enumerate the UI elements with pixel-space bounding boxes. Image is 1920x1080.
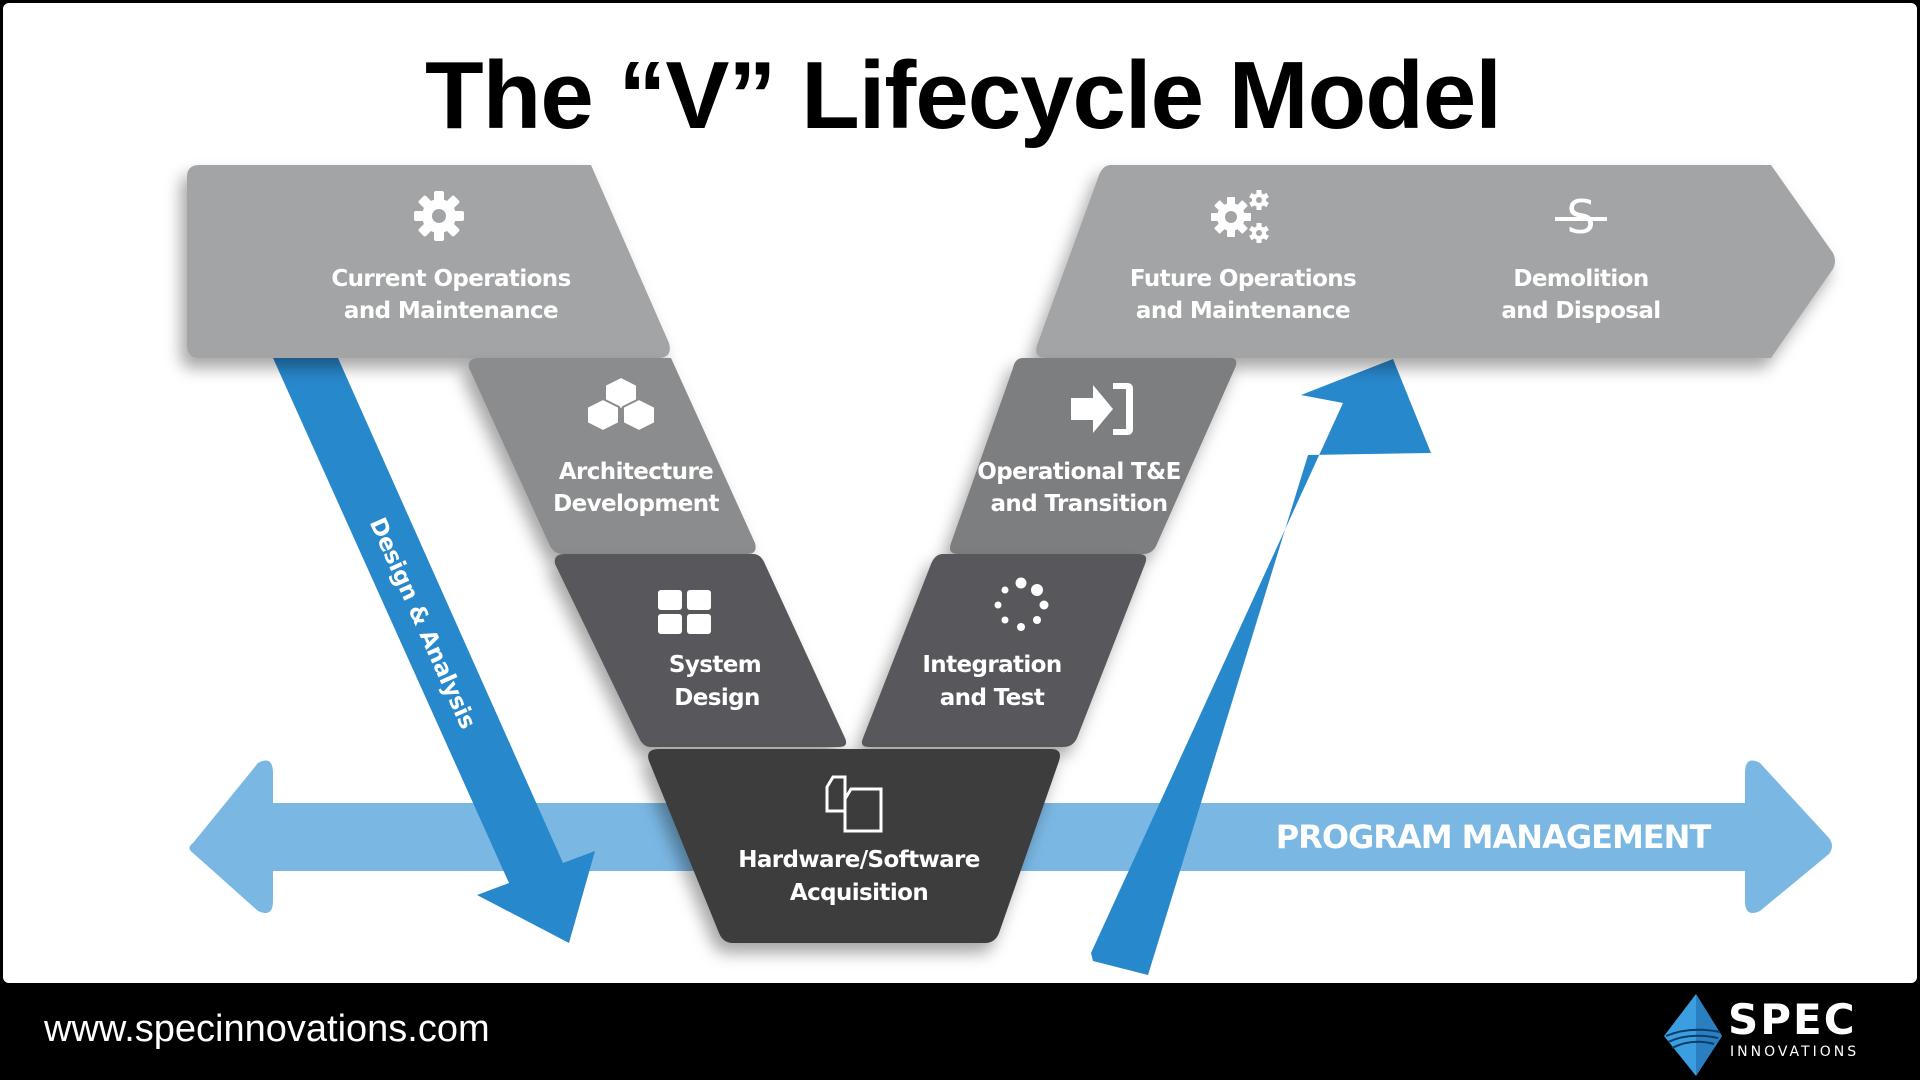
- future-ops-line1: Future Operations: [1130, 266, 1356, 292]
- current-ops-line1: Current Operations: [331, 266, 570, 292]
- sign-in-icon: [1071, 383, 1133, 435]
- copy-files-icon: [825, 775, 883, 833]
- logo-subtitle: INNOVATIONS: [1730, 1044, 1860, 1060]
- operational-te-panel: [949, 358, 1237, 554]
- spec-innovations-logo: SPEC INNOVATIONS: [1660, 992, 1900, 1076]
- future-ops-line2: and Maintenance: [1136, 298, 1350, 324]
- architecture-line2: Development: [553, 491, 719, 517]
- architecture-panel: [468, 358, 756, 554]
- integration-verification-arrow: [1091, 359, 1431, 975]
- current-ops-panel: [187, 165, 670, 358]
- gears-icon: [1211, 190, 1269, 243]
- acquisition-line2: Acquisition: [790, 880, 928, 906]
- slide: The “V” Lifecycle Model PROGRAM MANAGEME…: [3, 3, 1917, 983]
- grid-icon: [658, 590, 711, 634]
- cubes-icon: [586, 375, 656, 433]
- integration-test-panel: [861, 554, 1147, 747]
- page-title: The “V” Lifecycle Model: [425, 42, 1502, 149]
- acquisition-panel: [648, 749, 1060, 943]
- diamond-logo-icon: [1664, 994, 1722, 1076]
- system-design-panel: [554, 554, 847, 747]
- footer: www.specinnovations.com SPEC INNOVATIONS: [0, 984, 1920, 1080]
- demolition-line2: and Disposal: [1501, 298, 1660, 324]
- operational-te-line2: and Transition: [991, 491, 1168, 517]
- integration-verification-label: Integration & Verification: [1214, 477, 1349, 790]
- logo-wordmark: SPEC: [1728, 995, 1857, 1044]
- integration-test-line1: Integration: [922, 652, 1061, 678]
- strikethrough-icon: S: [1555, 190, 1607, 244]
- design-analysis-arrow: [273, 358, 595, 943]
- architecture-line1: Architecture: [559, 459, 713, 485]
- integration-test-line2: and Test: [940, 685, 1045, 711]
- operational-te-line1: Operational T&E: [977, 459, 1180, 485]
- acquisition-line1: Hardware/Software: [738, 847, 980, 873]
- current-ops-line2: and Maintenance: [344, 298, 558, 324]
- system-design-line1: System: [669, 652, 761, 678]
- spinner-icon: [994, 577, 1049, 631]
- future-ops-panel: [1036, 165, 1835, 358]
- website-link[interactable]: www.specinnovations.com: [44, 1008, 490, 1050]
- demolition-line1: Demolition: [1513, 266, 1648, 292]
- program-management-label: PROGRAM MANAGEMENT: [1276, 818, 1712, 856]
- v-model-diagram: PROGRAM MANAGEMENT Design & Analysis Int…: [187, 165, 1835, 975]
- gear-icon: [414, 191, 464, 241]
- system-design-line2: Design: [674, 685, 760, 711]
